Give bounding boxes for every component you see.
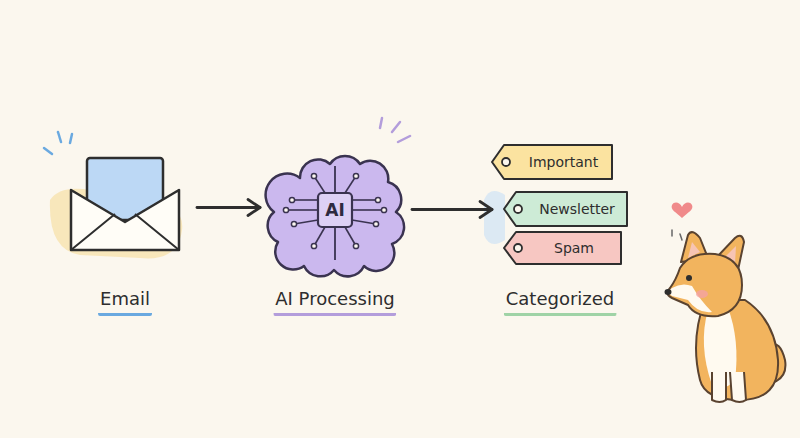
- category-tag: Spam: [502, 230, 624, 266]
- sparkle: [380, 118, 410, 142]
- flow-arrow: [197, 200, 260, 216]
- corgi: [665, 232, 786, 402]
- flow-arrow: [412, 202, 492, 218]
- tag-label: Spam: [554, 240, 594, 256]
- stage-label: AI Processing: [273, 288, 396, 316]
- stage-label: Categorized: [504, 288, 617, 316]
- chip-label: AI: [325, 200, 344, 220]
- envelope-outline: [65, 150, 185, 260]
- ai-brain: AIAI Processing: [270, 148, 400, 272]
- color-wash: [484, 191, 505, 244]
- category-tag: Newsletter: [502, 190, 630, 228]
- category-tag: Important: [490, 143, 615, 181]
- dash-marks: [672, 230, 682, 240]
- heart: [672, 203, 693, 218]
- stage-label: Email: [98, 288, 152, 316]
- email-icon: Email: [65, 150, 185, 260]
- sparkle: [44, 132, 72, 154]
- tag-label: Newsletter: [539, 201, 615, 217]
- tag-label: Important: [529, 154, 598, 170]
